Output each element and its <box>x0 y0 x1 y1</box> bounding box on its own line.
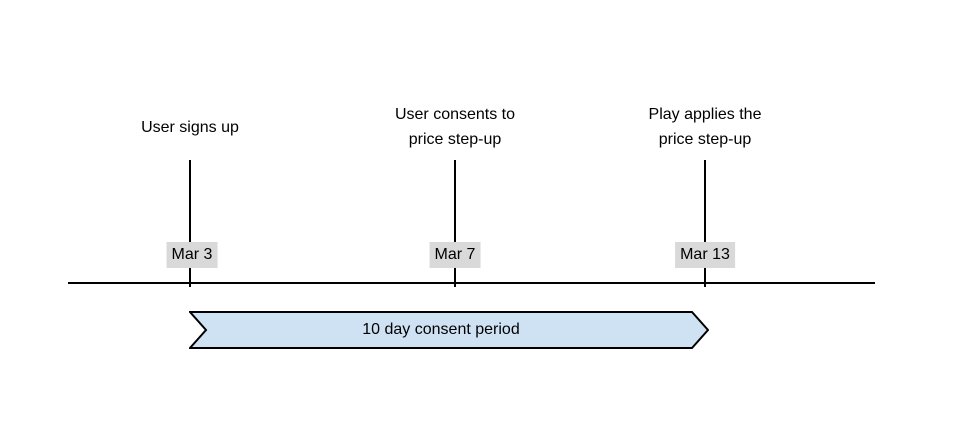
event-label-user-consents: User consents to price step-up <box>394 106 516 148</box>
tick-line-mar-7 <box>454 160 456 287</box>
date-badge-mar-13: Mar 13 <box>675 242 735 268</box>
timeline-axis <box>68 282 875 284</box>
consent-period-label: 10 day consent period <box>362 321 520 338</box>
tick-line-mar-3 <box>189 160 191 287</box>
event-label-play-applies: Play applies the price step-up <box>648 106 762 148</box>
tick-line-mar-13 <box>704 160 706 287</box>
consent-period-banner-shape <box>189 311 709 349</box>
date-badge-mar-3: Mar 3 <box>166 242 218 268</box>
chevron-arrow-shape <box>189 311 709 349</box>
date-badge-mar-7: Mar 7 <box>429 242 481 268</box>
event-label-user-signs-up: User signs up <box>141 118 239 136</box>
